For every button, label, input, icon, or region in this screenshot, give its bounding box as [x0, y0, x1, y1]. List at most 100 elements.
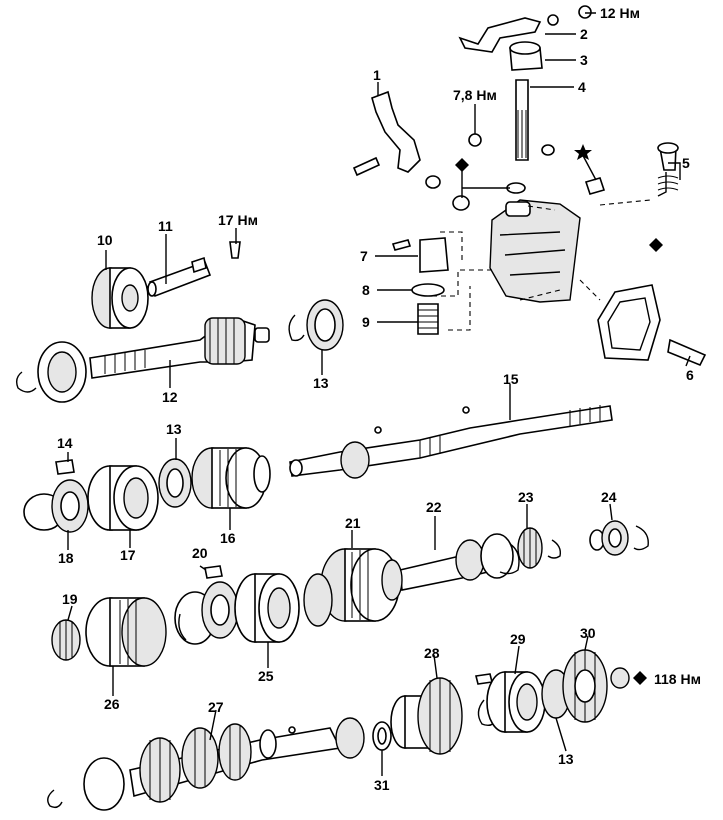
- small-washer: [191, 256, 207, 274]
- label-part-14: 14: [57, 435, 73, 451]
- label-part-10: 10: [97, 232, 113, 248]
- part-11-end: [147, 281, 157, 297]
- part-78nm-nut: [468, 133, 482, 147]
- part-27-gear-3: [218, 723, 252, 781]
- part-27-collar: [259, 729, 277, 759]
- part-4-splines: [517, 110, 527, 158]
- star-marker: [574, 144, 592, 160]
- part-5-spring: [657, 175, 679, 191]
- torque-label-12nm: 12 Нм: [600, 5, 640, 21]
- part-16-teeth: [219, 449, 237, 507]
- part-26-gear: [121, 597, 167, 667]
- part-27-ball: [288, 726, 296, 734]
- part-2-nut: [547, 14, 559, 26]
- part-1-lever: [371, 90, 421, 173]
- label-part-21: 21: [345, 515, 361, 531]
- part-5-head: [657, 142, 679, 154]
- label-part-2: 2: [580, 26, 588, 42]
- label-part-26: 26: [104, 696, 120, 712]
- part-15-shaft: [289, 405, 613, 477]
- part-12-gear: [204, 317, 246, 365]
- label-part-5: 5: [682, 155, 690, 171]
- label-part-18: 18: [58, 550, 74, 566]
- part-28-teeth: [429, 678, 451, 754]
- label-part-4: 4: [578, 79, 586, 95]
- label-part-23: 23: [518, 489, 534, 505]
- torque-label-17nm: 17 Нм: [218, 212, 258, 228]
- label-part-27: 27: [208, 699, 224, 715]
- part-118nm-nut: [610, 667, 630, 689]
- part-1-bolt: [352, 156, 381, 177]
- part-15-ball: [462, 406, 470, 414]
- label-part-20: 20: [192, 545, 208, 561]
- part-12-splines: [104, 350, 146, 374]
- case-cover-top: [505, 201, 531, 217]
- label-part-1: 1: [373, 67, 381, 83]
- label-part-3: 3: [580, 52, 588, 68]
- label-part-24: 24: [601, 489, 617, 505]
- counter-shaft-group: [320, 520, 649, 622]
- synchro-group-lower: [51, 565, 333, 667]
- part-6-gasket: [597, 284, 661, 361]
- main-shaft-group: [289, 405, 613, 479]
- part-21-collar: [381, 559, 403, 601]
- part-18-bore: [60, 491, 80, 521]
- input-shaft-group: [15, 241, 344, 403]
- label-part-16: 16: [220, 530, 236, 546]
- part-22-ring: [480, 533, 514, 579]
- part-6-inner: [607, 297, 651, 351]
- part-22-bearing: [455, 539, 485, 581]
- part-14-key: [55, 459, 75, 475]
- label-part-22: 22: [426, 499, 442, 515]
- part-6-shaft: [667, 338, 707, 367]
- label-part-13a: 13: [313, 375, 329, 391]
- part-12-teeth: [209, 318, 235, 364]
- part-26-teeth: [119, 599, 137, 665]
- label-part-7: 7: [360, 248, 368, 264]
- part-22-clip: [499, 543, 520, 575]
- case-cover: [489, 199, 581, 303]
- label-part-25: 25: [258, 668, 274, 684]
- torque-labels: 12 Нм 7,8 Нм 17 Нм 118 Нм: [218, 5, 701, 687]
- part-25-bore: [267, 587, 291, 629]
- label-part-31: 31: [374, 777, 390, 793]
- label-part-13b: 13: [166, 421, 182, 437]
- diamond-marker: [649, 238, 663, 252]
- output-group: [47, 649, 647, 811]
- part-27-gear-2: [181, 727, 219, 789]
- part-15-ball: [374, 426, 382, 434]
- part-27-end: [335, 717, 365, 759]
- part-1-washer: [425, 175, 441, 189]
- part-23-teeth: [523, 528, 537, 568]
- label-part-12: 12: [162, 389, 178, 405]
- part-27-bearing: [83, 757, 125, 811]
- marker-lines: [461, 149, 667, 198]
- part-30-bore: [574, 669, 596, 703]
- part-21-teeth: [351, 550, 369, 620]
- circlip-row4: [178, 613, 187, 641]
- part-3-top: [509, 41, 541, 55]
- part-17nm-bolt: [229, 241, 241, 259]
- part-8-washer: [411, 283, 445, 297]
- small-nut: [254, 327, 270, 343]
- part-29-bore: [516, 683, 538, 721]
- label-part-29: 29: [510, 631, 526, 647]
- star-bolt: [584, 177, 606, 195]
- part-2-lever: [458, 17, 542, 53]
- part-15-collar: [340, 441, 370, 479]
- torque-label-7-8nm: 7,8 Нм: [453, 87, 497, 103]
- label-part-13c: 13: [558, 751, 574, 767]
- part-27-teeth: [149, 726, 241, 802]
- shift-mechanism-group: [352, 5, 707, 367]
- label-part-9: 9: [362, 314, 370, 330]
- part-31-bore: [377, 727, 387, 745]
- part-12-bearing-inner: [47, 351, 77, 393]
- part-25-ring: [303, 573, 333, 627]
- plug-washer: [452, 195, 470, 211]
- part-9-spring: [417, 303, 439, 335]
- part-23-clip: [547, 539, 562, 559]
- part-7-pin: [391, 239, 412, 251]
- part-16-collar: [253, 455, 271, 493]
- diamond-marker: [633, 671, 647, 685]
